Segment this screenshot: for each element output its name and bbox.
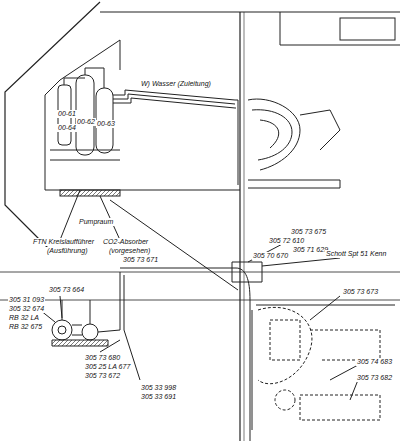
callout-number: 305 74 683 [356,358,393,366]
callout-number: 305 70 670 [252,252,289,260]
callout-number: 305 73 672 [84,372,121,380]
callout-number: 00-63 [96,120,116,128]
callout-number: 00-62 [76,118,96,126]
callout-number: 305 73 682 [356,374,393,382]
callout-number: 305 32 674 [8,305,45,313]
callout-number: 305 25 LA 677 [84,363,131,371]
callout-number: 305 33 998 [140,384,177,392]
callout-number: 305 33 691 [140,393,177,401]
callout-number: RB 32 LA [8,314,40,322]
callout-number: W) Wasser (Zuleitung) [140,80,212,88]
callout-number: 305 73 671 [122,256,159,264]
callout-number: RB 32 675 [8,323,43,331]
callout-number: 305 71 629 [292,246,329,254]
callout-number: 305 31 093 [8,296,45,304]
callout-number: 00-61 [57,110,77,118]
callout-number: 305 73 675 [290,228,327,236]
callout-number: Schott Spt 51 Kenn [325,250,387,258]
callout-number: 00-64 [57,124,77,132]
callout-number: FTN Kreislaufführer [32,238,95,246]
callout-number: 305 73 680 [84,354,121,362]
callout-number: Pumpraum [78,218,114,226]
callout-number: 305 72 610 [268,237,305,245]
callout-number: 305 73 673 [342,288,379,296]
callout-number: 305 73 664 [48,286,85,294]
callout-number: CO2-Absorber [102,238,149,246]
callout-number: (Ausführung) [46,247,88,255]
callout-number: (vorgesehen) [108,247,151,255]
